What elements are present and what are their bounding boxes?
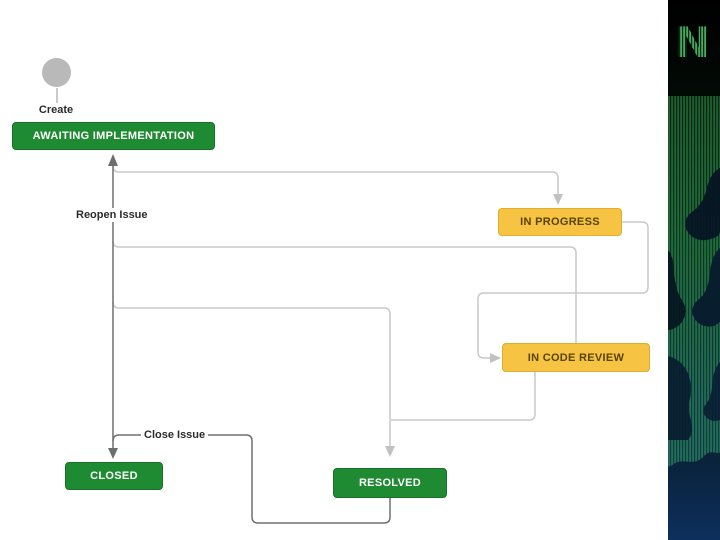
arrow-into-closed-icon: [108, 448, 118, 459]
transition-label-reopen-issue[interactable]: Reopen Issue: [73, 208, 151, 222]
create-label: Create: [30, 104, 82, 116]
node-in-code-review[interactable]: IN CODE REVIEW: [502, 343, 650, 372]
arrow-into-incodereview-icon: [490, 353, 501, 363]
logo-n: N: [675, 18, 710, 67]
arrow-into-awaiting-icon: [108, 154, 118, 166]
transition-label-close-issue[interactable]: Close Issue: [141, 428, 209, 442]
node-awaiting-implementation[interactable]: AWAITING IMPLEMENTATION: [12, 122, 215, 150]
node-in-progress[interactable]: IN PROGRESS: [498, 208, 622, 236]
sidebar-wave-shadows: [668, 168, 720, 440]
node-resolved[interactable]: RESOLVED: [333, 468, 447, 498]
arrow-into-inprogress-icon: [553, 194, 563, 205]
connector-incodereview-to-resolved: [391, 372, 536, 421]
node-closed[interactable]: CLOSED: [65, 462, 163, 490]
connector-incodereview-reopen: [112, 240, 577, 343]
connector-close-issue: [112, 434, 391, 524]
arrow-into-resolved-icon: [385, 446, 395, 457]
connector-resolved-reopen: [112, 301, 391, 446]
connector-awaiting-to-inprogress: [112, 165, 559, 196]
sidebar-bottom-wave: [668, 452, 720, 540]
connector-inprogress-to-incodereview: [477, 221, 649, 359]
create-start-circle[interactable]: [42, 58, 71, 87]
sidebar-decoration: N: [668, 0, 720, 540]
